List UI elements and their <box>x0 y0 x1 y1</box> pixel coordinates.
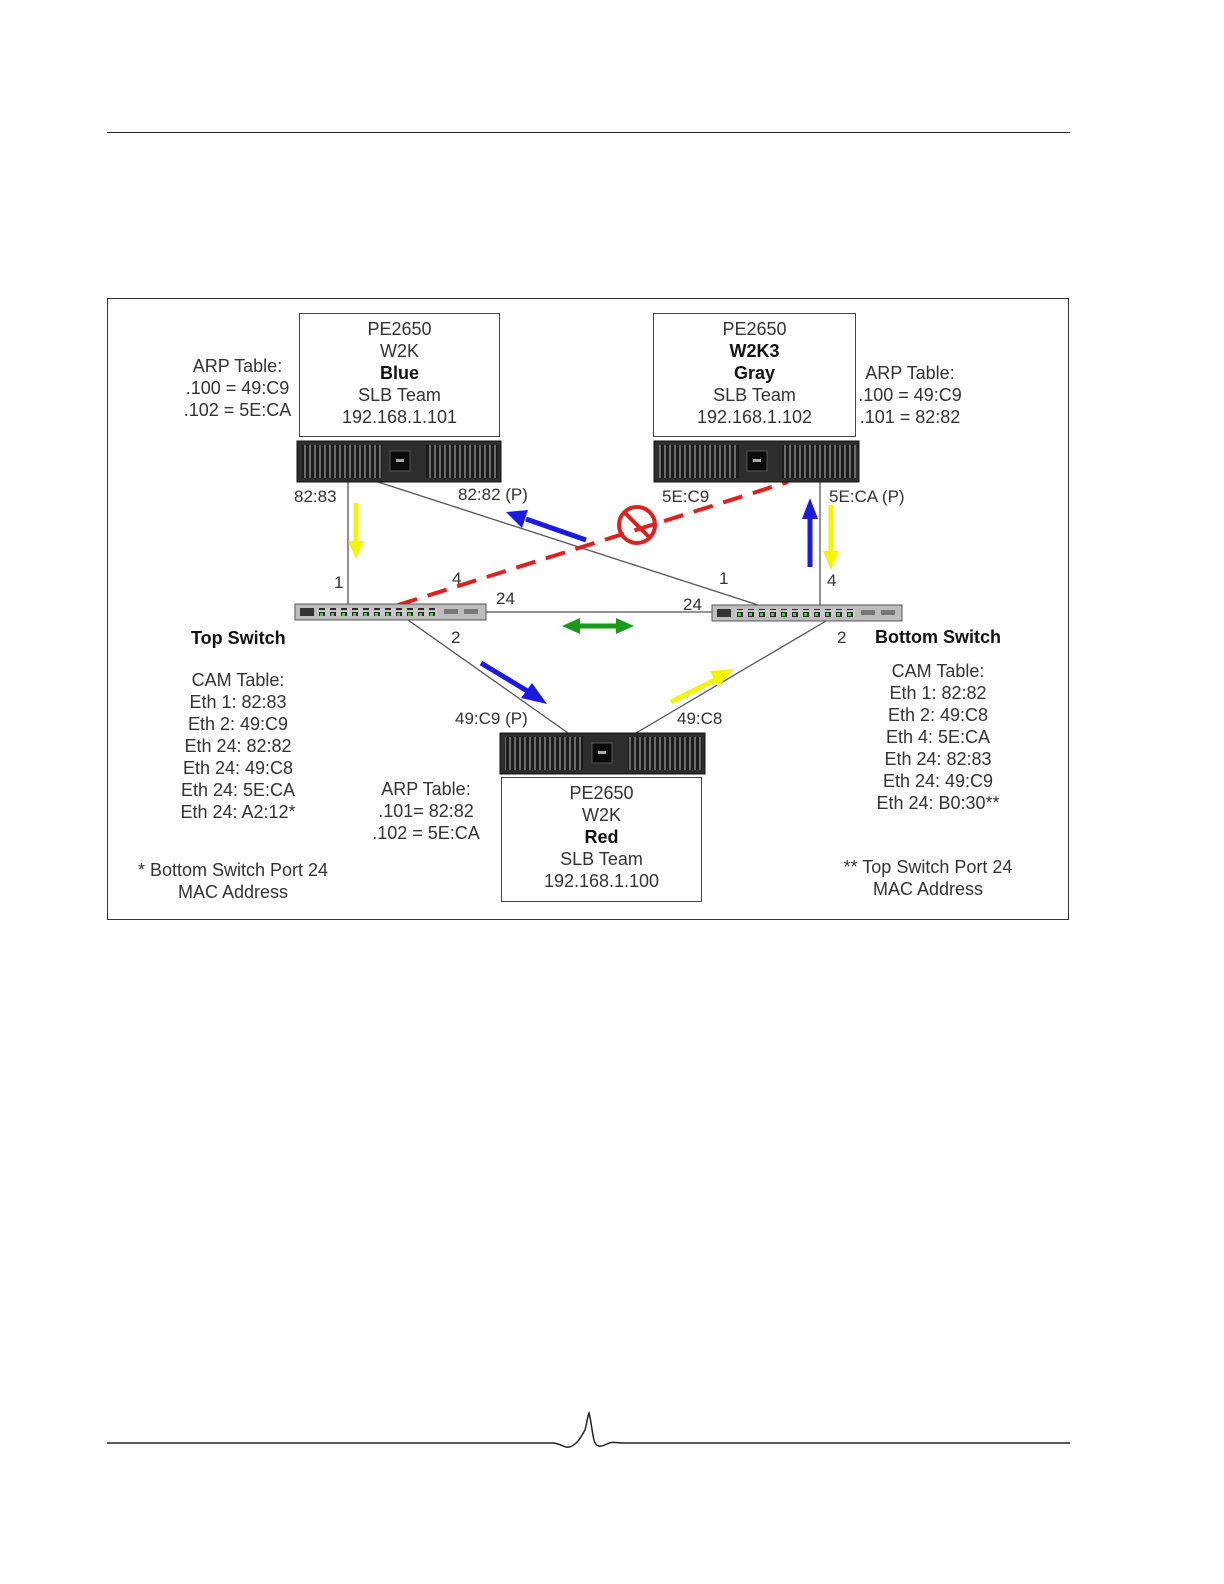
red-server-ip: 192.168.1.100 <box>543 871 660 891</box>
red-server-name: Red <box>584 827 619 847</box>
blue-arrow-to-gray-server <box>802 498 818 567</box>
cam-entry: Eth 1: 82:83 <box>189 692 287 712</box>
port-label-top-4: 4 <box>452 569 462 588</box>
blue-arrow-to-red-server <box>479 660 547 704</box>
cam-entry: Eth 24: A2:12* <box>180 802 296 822</box>
footer-rule-logo <box>107 1410 1070 1448</box>
cam-entry: Eth 2: 49:C8 <box>887 705 989 725</box>
yellow-arrow-blue-to-top <box>348 503 364 559</box>
gray-server-ip: 192.168.1.102 <box>696 407 813 427</box>
cam-title: CAM Table: <box>891 661 985 681</box>
bottom-cam-table: CAM Table: Eth 1: 82:82 Eth 2: 49:C8 Eth… <box>868 660 1008 814</box>
top-switch-name: Top Switch <box>191 628 286 648</box>
blue-server-team: SLB Team <box>358 385 441 405</box>
footnote-line: ** Top Switch Port 24 <box>843 857 1013 877</box>
top-switch-device <box>294 603 487 621</box>
gray-server-team: SLB Team <box>713 385 796 405</box>
blue-server-ip: 192.168.1.101 <box>341 407 458 427</box>
arp-entry: .100 = 49:C9 <box>185 378 290 398</box>
footnote-bottom-switch-port: * Bottom Switch Port 24 MAC Address <box>128 859 338 903</box>
port-label-top-1: 1 <box>334 573 344 592</box>
gray-server-os: W2K3 <box>729 341 780 361</box>
blue-server-os: W2K <box>379 341 419 361</box>
footnote-line: MAC Address <box>177 882 289 902</box>
gray-server-name: Gray <box>733 363 776 383</box>
blue-server-name: Blue <box>379 363 419 383</box>
nic-label-red-right: 49:C8 <box>677 709 723 728</box>
cam-entry: Eth 24: 49:C9 <box>882 771 994 791</box>
red-server-team: SLB Team <box>560 849 643 869</box>
arp-entry: .101 = 82:82 <box>859 407 961 427</box>
footnote-top-switch-port: ** Top Switch Port 24 MAC Address <box>828 856 1028 900</box>
port-label-bottom-2: 2 <box>837 628 847 647</box>
cam-entry: Eth 24: 82:83 <box>884 749 992 769</box>
blocked-icon <box>617 505 657 545</box>
arp-entry: .101= 82:82 <box>378 801 474 821</box>
cam-title: CAM Table: <box>191 670 285 690</box>
arp-title: ARP Table: <box>381 779 471 799</box>
gray-server-model: PE2650 <box>722 319 787 339</box>
top-cam-table: CAM Table: Eth 1: 82:83 Eth 2: 49:C9 Eth… <box>168 669 308 823</box>
network-diagram: PE2650 W2K Blue SLB Team 192.168.1.101 P… <box>107 298 1069 920</box>
yellow-arrow-gray-to-bottom <box>823 505 839 570</box>
port-label-top-24: 24 <box>496 589 515 608</box>
nic-label-blue-right: 82:82 (P) <box>458 485 528 504</box>
port-label-bottom-24: 24 <box>683 595 702 614</box>
gray-server-label: PE2650 W2K3 Gray SLB Team 192.168.1.102 <box>653 313 856 437</box>
diagram-canvas <box>294 440 903 775</box>
cam-entry: Eth 24: 49:C8 <box>182 758 294 778</box>
nic-label-blue-left: 82:83 <box>294 487 337 506</box>
cam-entry: Eth 4: 5E:CA <box>885 727 991 747</box>
link-bottom-red <box>635 620 827 734</box>
port-label-bottom-4: 4 <box>827 571 837 590</box>
cam-entry: Eth 24: 5E:CA <box>180 780 296 800</box>
red-server-chassis <box>499 732 706 775</box>
blue-server-chassis <box>296 440 502 483</box>
nic-label-red-left: 49:C9 (P) <box>455 709 528 728</box>
arp-entry: .102 = 5E:CA <box>183 400 292 420</box>
header-rule <box>107 132 1070 133</box>
blue-server-model: PE2650 <box>367 319 432 339</box>
nic-label-gray-right: 5E:CA (P) <box>829 487 905 506</box>
bottom-switch-name: Bottom Switch <box>875 627 1001 647</box>
green-double-arrow <box>562 618 634 634</box>
blocked-link-gray-5e-c9 <box>397 480 789 607</box>
link-blue-82-82 <box>377 481 759 606</box>
footnote-line: MAC Address <box>872 879 984 899</box>
gray-arp-table: ARP Table: .100 = 49:C9 .101 = 82:82 <box>854 362 966 428</box>
cam-entry: Eth 1: 82:82 <box>889 683 987 703</box>
nic-label-gray-left: 5E:C9 <box>662 487 710 506</box>
red-server-os: W2K <box>581 805 621 825</box>
red-arp-table: ARP Table: .101= 82:82 .102 = 5E:CA <box>370 778 482 844</box>
bottom-switch-device <box>711 604 903 622</box>
port-label-bottom-1: 1 <box>719 569 729 588</box>
arp-entry: .100 = 49:C9 <box>858 385 962 405</box>
arp-title: ARP Table: <box>865 363 955 383</box>
red-server-model: PE2650 <box>569 783 634 803</box>
blue-arrow-to-blue-server <box>506 510 587 543</box>
arp-title: ARP Table: <box>192 356 283 376</box>
red-server-label: PE2650 W2K Red SLB Team 192.168.1.100 <box>501 777 702 902</box>
link-top-red <box>407 619 569 734</box>
port-label-top-2: 2 <box>451 628 461 647</box>
gray-server-chassis <box>653 440 860 483</box>
footnote-line: * Bottom Switch Port 24 <box>137 860 329 880</box>
blue-arp-table: ARP Table: .100 = 49:C9 .102 = 5E:CA <box>180 355 295 421</box>
arp-entry: .102 = 5E:CA <box>372 823 480 843</box>
blue-server-label: PE2650 W2K Blue SLB Team 192.168.1.101 <box>299 313 500 437</box>
cam-entry: Eth 2: 49:C9 <box>187 714 289 734</box>
cam-entry: Eth 24: 82:82 <box>184 736 292 756</box>
cam-entry: Eth 24: B0:30** <box>876 793 1000 813</box>
yellow-arrow-red-to-bottom <box>669 669 734 705</box>
